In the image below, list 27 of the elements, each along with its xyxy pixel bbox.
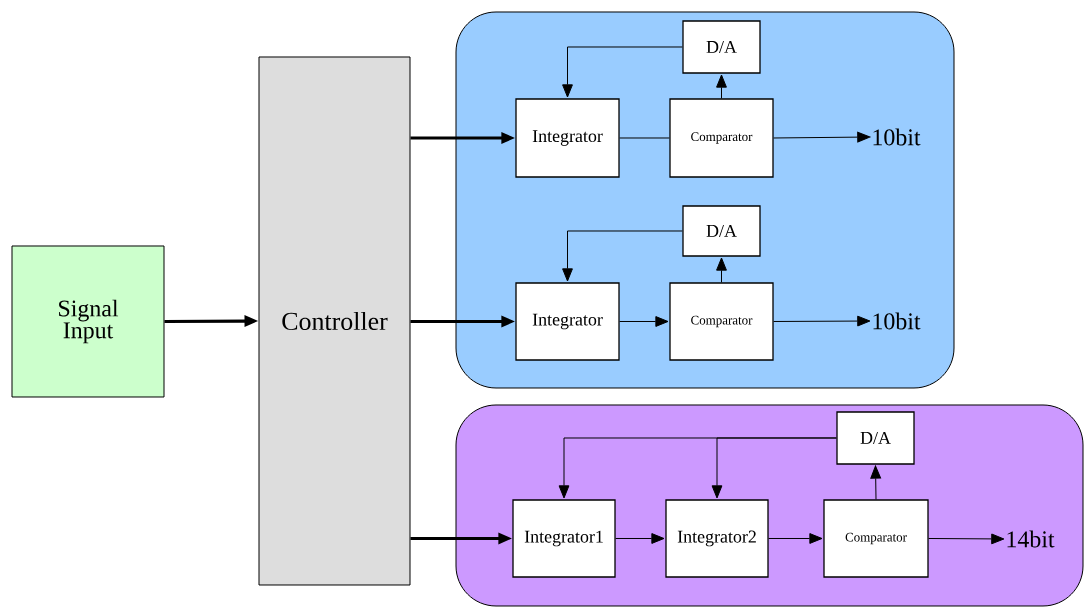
arrow [716, 257, 727, 283]
arrow [768, 533, 823, 544]
arrow [870, 465, 882, 500]
output-label: 10bit [873, 128, 921, 146]
block-box: Controller [258, 56, 411, 586]
block-box: Signal Input [11, 245, 165, 398]
block-box: Integrator1 [512, 499, 616, 578]
block-box: D/A [682, 20, 761, 74]
arrow [773, 131, 871, 143]
arrow [562, 230, 683, 282]
output-label: 14bit [1007, 530, 1055, 548]
output-label: 10bit [873, 312, 921, 330]
arrow [562, 46, 683, 98]
block-box: Integrator2 [665, 499, 769, 578]
arrow [928, 533, 1005, 545]
arrow [716, 74, 727, 99]
block-box: Integrator [515, 98, 620, 178]
arrow [619, 316, 669, 327]
arrow [615, 533, 665, 544]
arrow [711, 437, 837, 499]
arrow [773, 315, 871, 327]
block-box: Comparator [669, 98, 774, 178]
block-box: Comparator [669, 282, 774, 361]
block-box: Integrator [515, 282, 620, 361]
block-box: Comparator [823, 499, 929, 578]
block-box: D/A [682, 205, 761, 257]
block-box: D/A [836, 411, 915, 465]
